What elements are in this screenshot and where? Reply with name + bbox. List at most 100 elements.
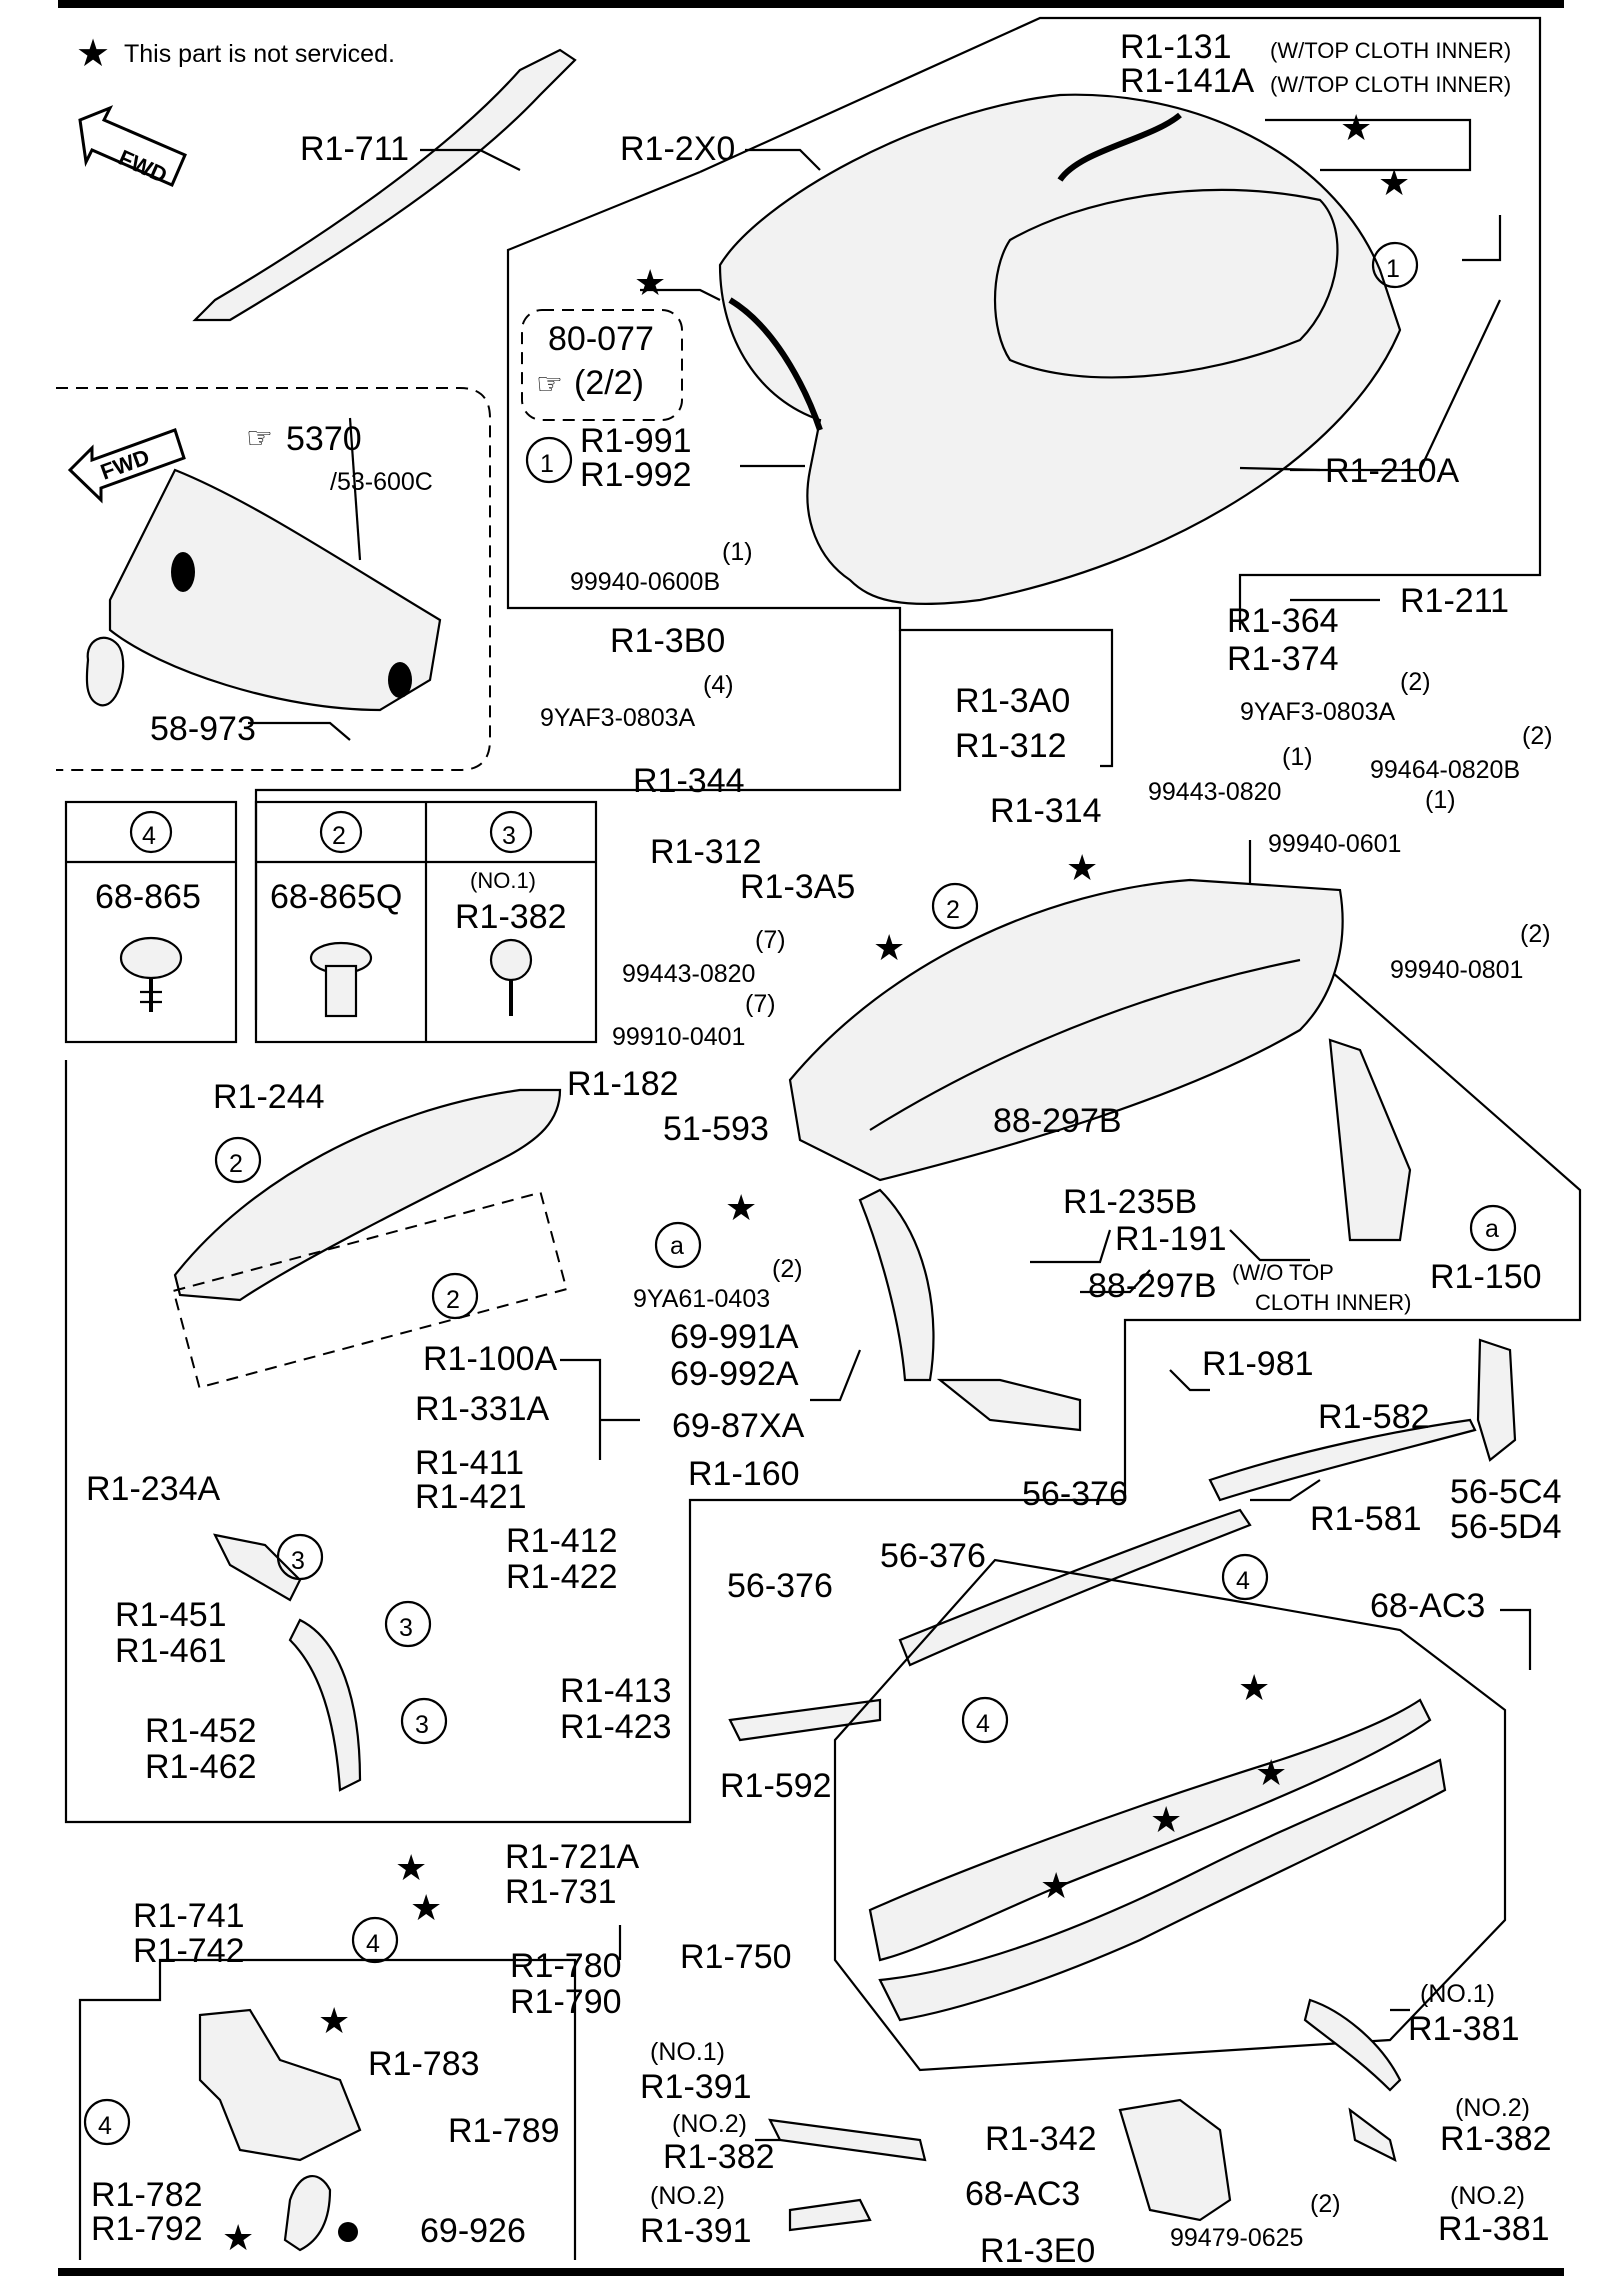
box-part: 68-865 — [95, 878, 201, 916]
box-part: R1-382 — [455, 898, 567, 936]
part-label: R1-391 — [640, 2212, 752, 2250]
part-label: R1-731 — [505, 1873, 617, 1911]
star-icon: ★ — [725, 1187, 757, 1228]
reference-box — [521, 309, 683, 421]
top-cover-region — [699, 16, 1542, 630]
part-label: 51-593 — [663, 1110, 769, 1148]
part-label: (1) — [722, 538, 753, 566]
hole-marker — [171, 552, 195, 592]
legend: ★ This part is not serviced. — [76, 33, 395, 75]
callout-4: 4 — [366, 1930, 380, 1958]
part-label: R1-3B0 — [610, 622, 725, 660]
pillar-part — [213, 1533, 302, 1602]
box-number: 4 — [142, 822, 156, 850]
frame-assembly-part — [878, 1758, 1447, 2022]
part-label: (2) — [1520, 920, 1551, 948]
part-label: R1-211 — [1400, 582, 1509, 620]
star-icon: ★ — [1150, 1799, 1182, 1840]
part-label: 99940-0801 — [1390, 956, 1523, 984]
part-label: 58-973 — [150, 710, 256, 748]
bottom-border — [58, 2268, 1564, 2276]
callout-circles: 1 1 2 2 2 a a 3 3 3 4 4 4 4 — [83, 241, 1517, 2146]
part-label: R1-423 — [560, 1708, 672, 1746]
note-w-top: (W/TOP CLOTH INNER) — [1270, 72, 1511, 97]
callout-1: 1 — [1386, 255, 1400, 283]
part-label: 99443-0820 — [622, 960, 755, 988]
part-label: (1) — [1282, 743, 1313, 771]
part-label: (2) — [1522, 722, 1553, 750]
star-icon: ★ — [873, 927, 905, 968]
part-label: 9YAF3-0803A — [1240, 698, 1396, 726]
callout-4: 4 — [1236, 1567, 1250, 1595]
box-number: 2 — [332, 822, 346, 850]
part-label: R1-344 — [633, 762, 745, 800]
callout-3: 3 — [415, 1711, 429, 1739]
part-label: R1-314 — [990, 792, 1102, 830]
part-label: (1) — [1425, 786, 1456, 814]
part-label: (NO.1) — [650, 2038, 725, 2066]
part-label: R1-364 — [1227, 602, 1339, 640]
part-label: R1-381 — [1438, 2210, 1550, 2248]
top-border — [58, 0, 1564, 8]
part-label: 68-AC3 — [965, 2175, 1080, 2213]
part-label: (NO.1) — [1420, 1980, 1495, 2008]
part-label: 56-5D4 — [1450, 1508, 1562, 1546]
part-label: 56-376 — [1022, 1475, 1128, 1513]
part-label: R1-391 — [640, 2068, 752, 2106]
part-label: (7) — [745, 990, 776, 1018]
part-label: R1-750 — [680, 1938, 792, 1976]
part-label: R1-3A0 — [955, 682, 1070, 720]
part-label: R1-3A5 — [740, 868, 855, 906]
hole-marker — [388, 662, 412, 698]
part-label: 69-992A — [670, 1355, 799, 1393]
part-label: 69-926 — [420, 2212, 526, 2250]
weatherstrip-part — [1208, 1418, 1477, 1502]
hand-pointer-icon: ☞ — [246, 422, 273, 455]
part-label: R1-191 — [1115, 1220, 1227, 1258]
part-label: 88-297B — [993, 1102, 1122, 1140]
leader-lines — [248, 118, 1532, 2142]
part-label: R1-2X0 — [620, 130, 735, 168]
note-wo-top: CLOTH INNER) — [1255, 1290, 1411, 1315]
part-label: R1-790 — [510, 1983, 622, 2021]
callout-3: 3 — [399, 1614, 413, 1642]
part-label: R1-182 — [567, 1065, 679, 1103]
trim-strip-part — [1348, 2107, 1397, 2163]
star-icon: ★ — [1066, 847, 1098, 888]
part-label: (NO.2) — [1455, 2094, 1530, 2122]
part-label: R1-991 — [580, 422, 692, 460]
part-label: 99940-0601 — [1268, 830, 1401, 858]
callout-a: a — [1485, 1215, 1499, 1243]
star-icon: ★ — [1340, 107, 1372, 148]
part-label: 56-376 — [727, 1567, 833, 1605]
part-label: R1-382 — [663, 2138, 775, 2176]
part-label: R1-582 — [1318, 1398, 1430, 1436]
part-label: R1-235B — [1063, 1183, 1197, 1221]
star-icon: ★ — [1378, 162, 1410, 203]
part-label: 99910-0401 — [612, 1023, 745, 1051]
part-label: R1-141A — [1120, 62, 1255, 100]
fastener-box-2-3: 2 3 68-865Q (NO.1) R1-382 — [254, 800, 598, 1044]
star-icon: ★ — [395, 1847, 427, 1888]
part-label: (NO.2) — [650, 2182, 725, 2210]
part-label: R1-131 — [1120, 28, 1232, 66]
part-label: R1-100A — [423, 1340, 558, 1378]
star-icon: ★ — [222, 2217, 254, 2258]
dashed-guide — [172, 1191, 568, 1389]
callout-4: 4 — [976, 1710, 990, 1738]
part-label: R1-742 — [133, 1932, 245, 1970]
star-icon: ★ — [318, 2000, 350, 2041]
hand-pointer-icon: ☞ — [536, 368, 563, 401]
box-sub: (NO.1) — [470, 868, 536, 893]
ref-sheet: (2/2) — [574, 364, 644, 402]
legend-note: This part is not serviced. — [124, 40, 395, 68]
rail-part — [192, 48, 577, 322]
seal-part — [85, 636, 125, 707]
part-label: R1-413 — [560, 1672, 672, 1710]
part-label: R1-312 — [955, 727, 1067, 765]
part-label: R1-244 — [213, 1078, 325, 1116]
star-icon: ★ — [76, 33, 110, 75]
ref-53-600c: /53-600C — [330, 468, 433, 496]
part-label: R1-711 — [300, 130, 409, 168]
part-label: 99443-0820 — [1148, 778, 1281, 806]
